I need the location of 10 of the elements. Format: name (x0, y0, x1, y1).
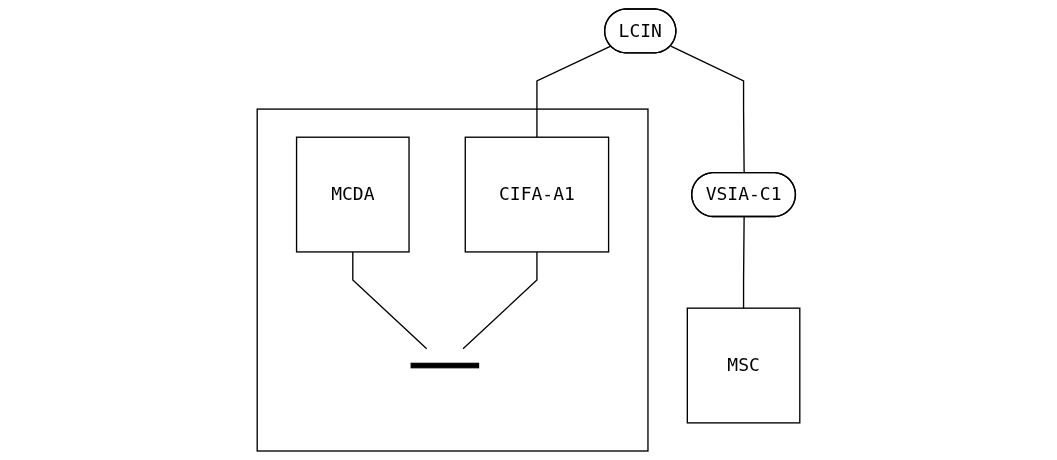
connector (670, 45, 745, 174)
node-bar (410, 362, 480, 369)
connector (536, 45, 612, 138)
node-box: CIFA-A1 (464, 136, 610, 253)
node-box: MSC (686, 307, 801, 424)
cluster (256, 108, 649, 452)
node-box: MCDA (295, 136, 410, 253)
connector (742, 216, 745, 309)
connector (352, 251, 428, 350)
connector (462, 251, 538, 350)
